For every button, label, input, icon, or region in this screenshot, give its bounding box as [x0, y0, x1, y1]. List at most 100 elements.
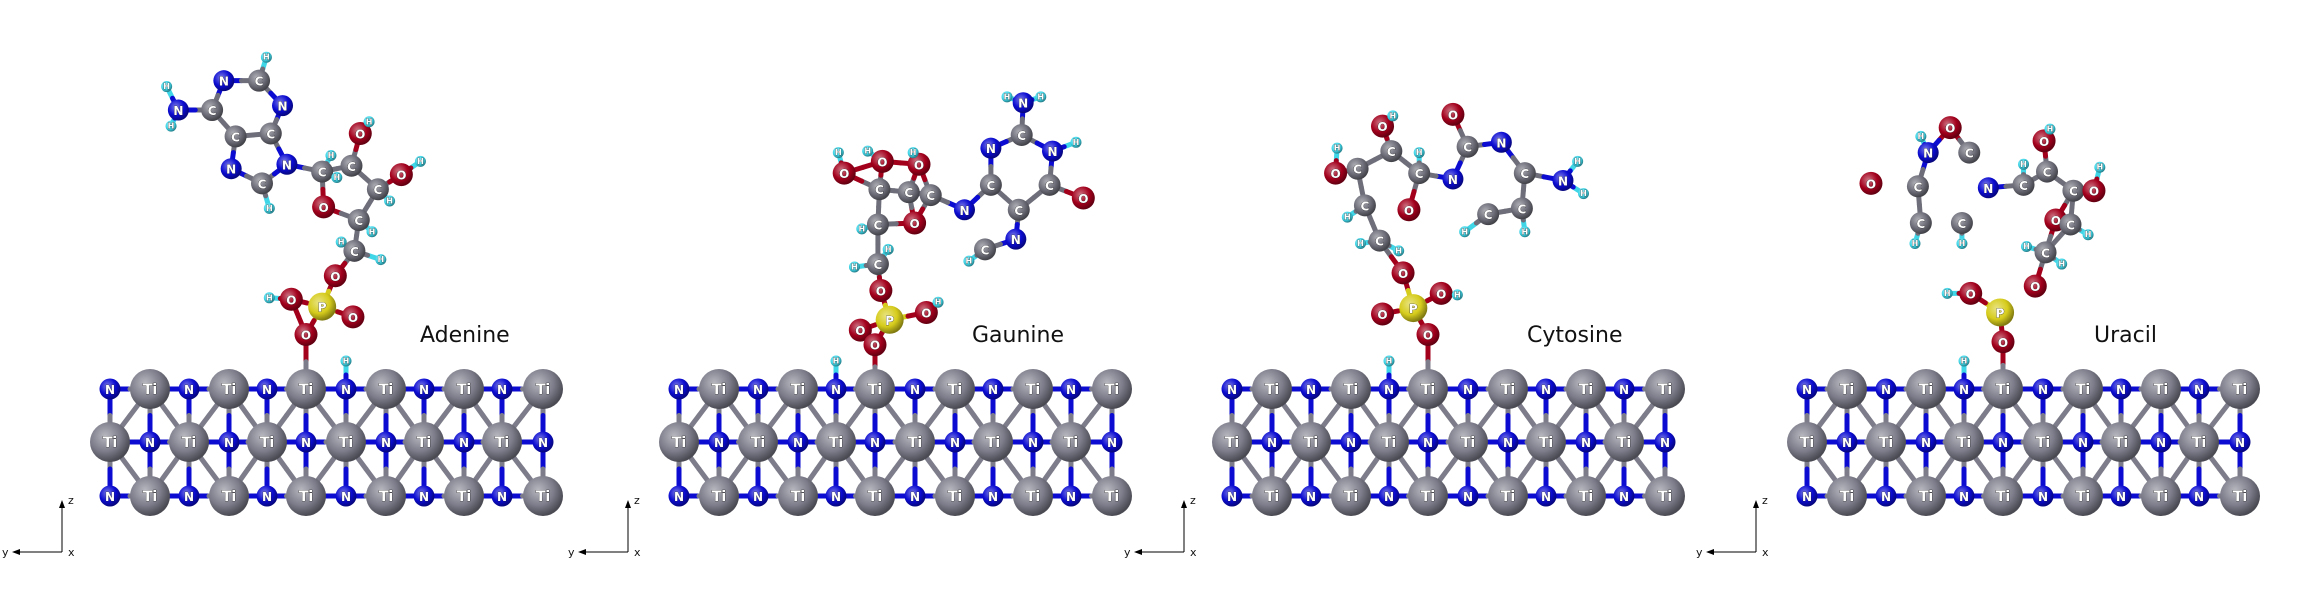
atom-o: O [914, 300, 938, 324]
svg-text:Ti: Ti [2114, 435, 2128, 451]
axis-z-label: z [634, 494, 640, 507]
atom-n: N [1022, 431, 1044, 453]
svg-text:O: O [2051, 214, 2061, 228]
svg-text:N: N [173, 104, 183, 118]
atom-n: N [1300, 378, 1322, 400]
svg-text:N: N [419, 490, 429, 504]
atom-h: H [856, 223, 868, 235]
axis-y-label: y [1696, 546, 1703, 559]
atom-ti: Ti [286, 369, 326, 409]
axis-y-label: y [2, 546, 9, 559]
atom-ti: Ti [169, 422, 209, 462]
svg-text:N: N [2078, 436, 2088, 450]
atom-n: N [904, 485, 926, 507]
atom-c: C [1456, 135, 1479, 158]
svg-text:Ti: Ti [868, 489, 882, 505]
svg-text:Ti: Ti [1105, 382, 1119, 398]
svg-text:O: O [2030, 280, 2040, 294]
atom-h: H [848, 261, 860, 273]
svg-text:N: N [2038, 490, 2048, 504]
svg-text:H: H [1961, 357, 1968, 366]
atom-ti: Ti [855, 476, 895, 516]
svg-text:C: C [318, 166, 327, 180]
atom-h: H [384, 195, 396, 207]
atom-h: H [340, 355, 352, 367]
atom-o: O [1859, 171, 1883, 195]
svg-text:Ti: Ti [908, 435, 922, 451]
atom-n: N [825, 485, 847, 507]
svg-text:Ti: Ti [299, 382, 313, 398]
atom-ti: Ti [482, 422, 522, 462]
svg-text:H: H [1357, 239, 1364, 248]
svg-text:N: N [1384, 490, 1394, 504]
atom-n: N [1417, 431, 1439, 453]
atom-o: O [2032, 129, 2056, 153]
atom-ti: Ti [1488, 476, 1528, 516]
svg-text:H: H [366, 117, 373, 126]
svg-text:N: N [1541, 490, 1551, 504]
svg-text:N: N [1959, 490, 1969, 504]
svg-text:O: O [839, 167, 849, 181]
svg-text:N: N [986, 142, 996, 156]
svg-text:Ti: Ti [829, 435, 843, 451]
svg-text:N: N [1028, 436, 1038, 450]
atom-n: N [2110, 378, 2132, 400]
svg-text:N: N [262, 383, 272, 397]
atom-n: N [1261, 431, 1283, 453]
atom-n: N [413, 378, 435, 400]
atom-ti: Ti [523, 369, 563, 409]
atom-c: C [1513, 162, 1536, 185]
atom-ti: Ti [973, 422, 1013, 462]
atom-n: N [1654, 431, 1676, 453]
svg-text:Ti: Ti [712, 489, 726, 505]
svg-text:Ti: Ti [457, 382, 471, 398]
atom-c: C [1950, 211, 1973, 234]
atom-o: O [1416, 322, 1440, 346]
axis-x-label: x [634, 546, 641, 559]
svg-text:Ti: Ti [182, 435, 196, 451]
svg-text:H: H [858, 224, 865, 233]
svg-text:N: N [497, 490, 507, 504]
svg-text:N: N [1923, 147, 1933, 161]
atom-n: N [375, 431, 397, 453]
svg-text:C: C [2019, 179, 2028, 193]
svg-text:O: O [1404, 204, 1414, 218]
atom-ti: Ti [1906, 369, 1946, 409]
svg-text:Ti: Ti [1421, 382, 1435, 398]
svg-text:Ti: Ti [260, 435, 274, 451]
svg-text:Ti: Ti [2076, 489, 2090, 505]
svg-text:N: N [184, 383, 194, 397]
svg-text:H: H [1454, 290, 1461, 299]
svg-text:N: N [459, 436, 469, 450]
svg-text:N: N [105, 383, 115, 397]
svg-text:Ti: Ti [379, 382, 393, 398]
atom-h: H [2044, 123, 2056, 135]
svg-text:H: H [1073, 138, 1080, 147]
atom-n: N [2072, 431, 2094, 453]
atom-h: H [1578, 188, 1590, 200]
atom-h: H [325, 150, 337, 162]
svg-text:H: H [2096, 163, 2103, 172]
svg-text:N: N [1066, 490, 1076, 504]
atom-n: N [1442, 168, 1464, 190]
atom-ti: Ti [404, 422, 444, 462]
atom-o: O [1441, 102, 1465, 126]
axis-x-label: x [1762, 546, 1769, 559]
svg-text:N: N [1011, 233, 1021, 247]
svg-text:C: C [2066, 218, 2075, 232]
atom-h: H [907, 147, 919, 159]
svg-text:H: H [333, 173, 340, 182]
svg-text:Ti: Ti [143, 382, 157, 398]
svg-text:Ti: Ti [1064, 435, 1078, 451]
atom-n: N [1875, 378, 1897, 400]
atom-ti: Ti [2023, 422, 2063, 462]
svg-text:O: O [870, 339, 880, 353]
svg-text:N: N [184, 490, 194, 504]
atom-c: C [974, 238, 997, 261]
atom-h: H [830, 355, 842, 367]
svg-text:N: N [145, 436, 155, 450]
atom-ti: Ti [1787, 422, 1827, 462]
atom-ti: Ti [1866, 422, 1906, 462]
atom-n: N [276, 153, 298, 175]
